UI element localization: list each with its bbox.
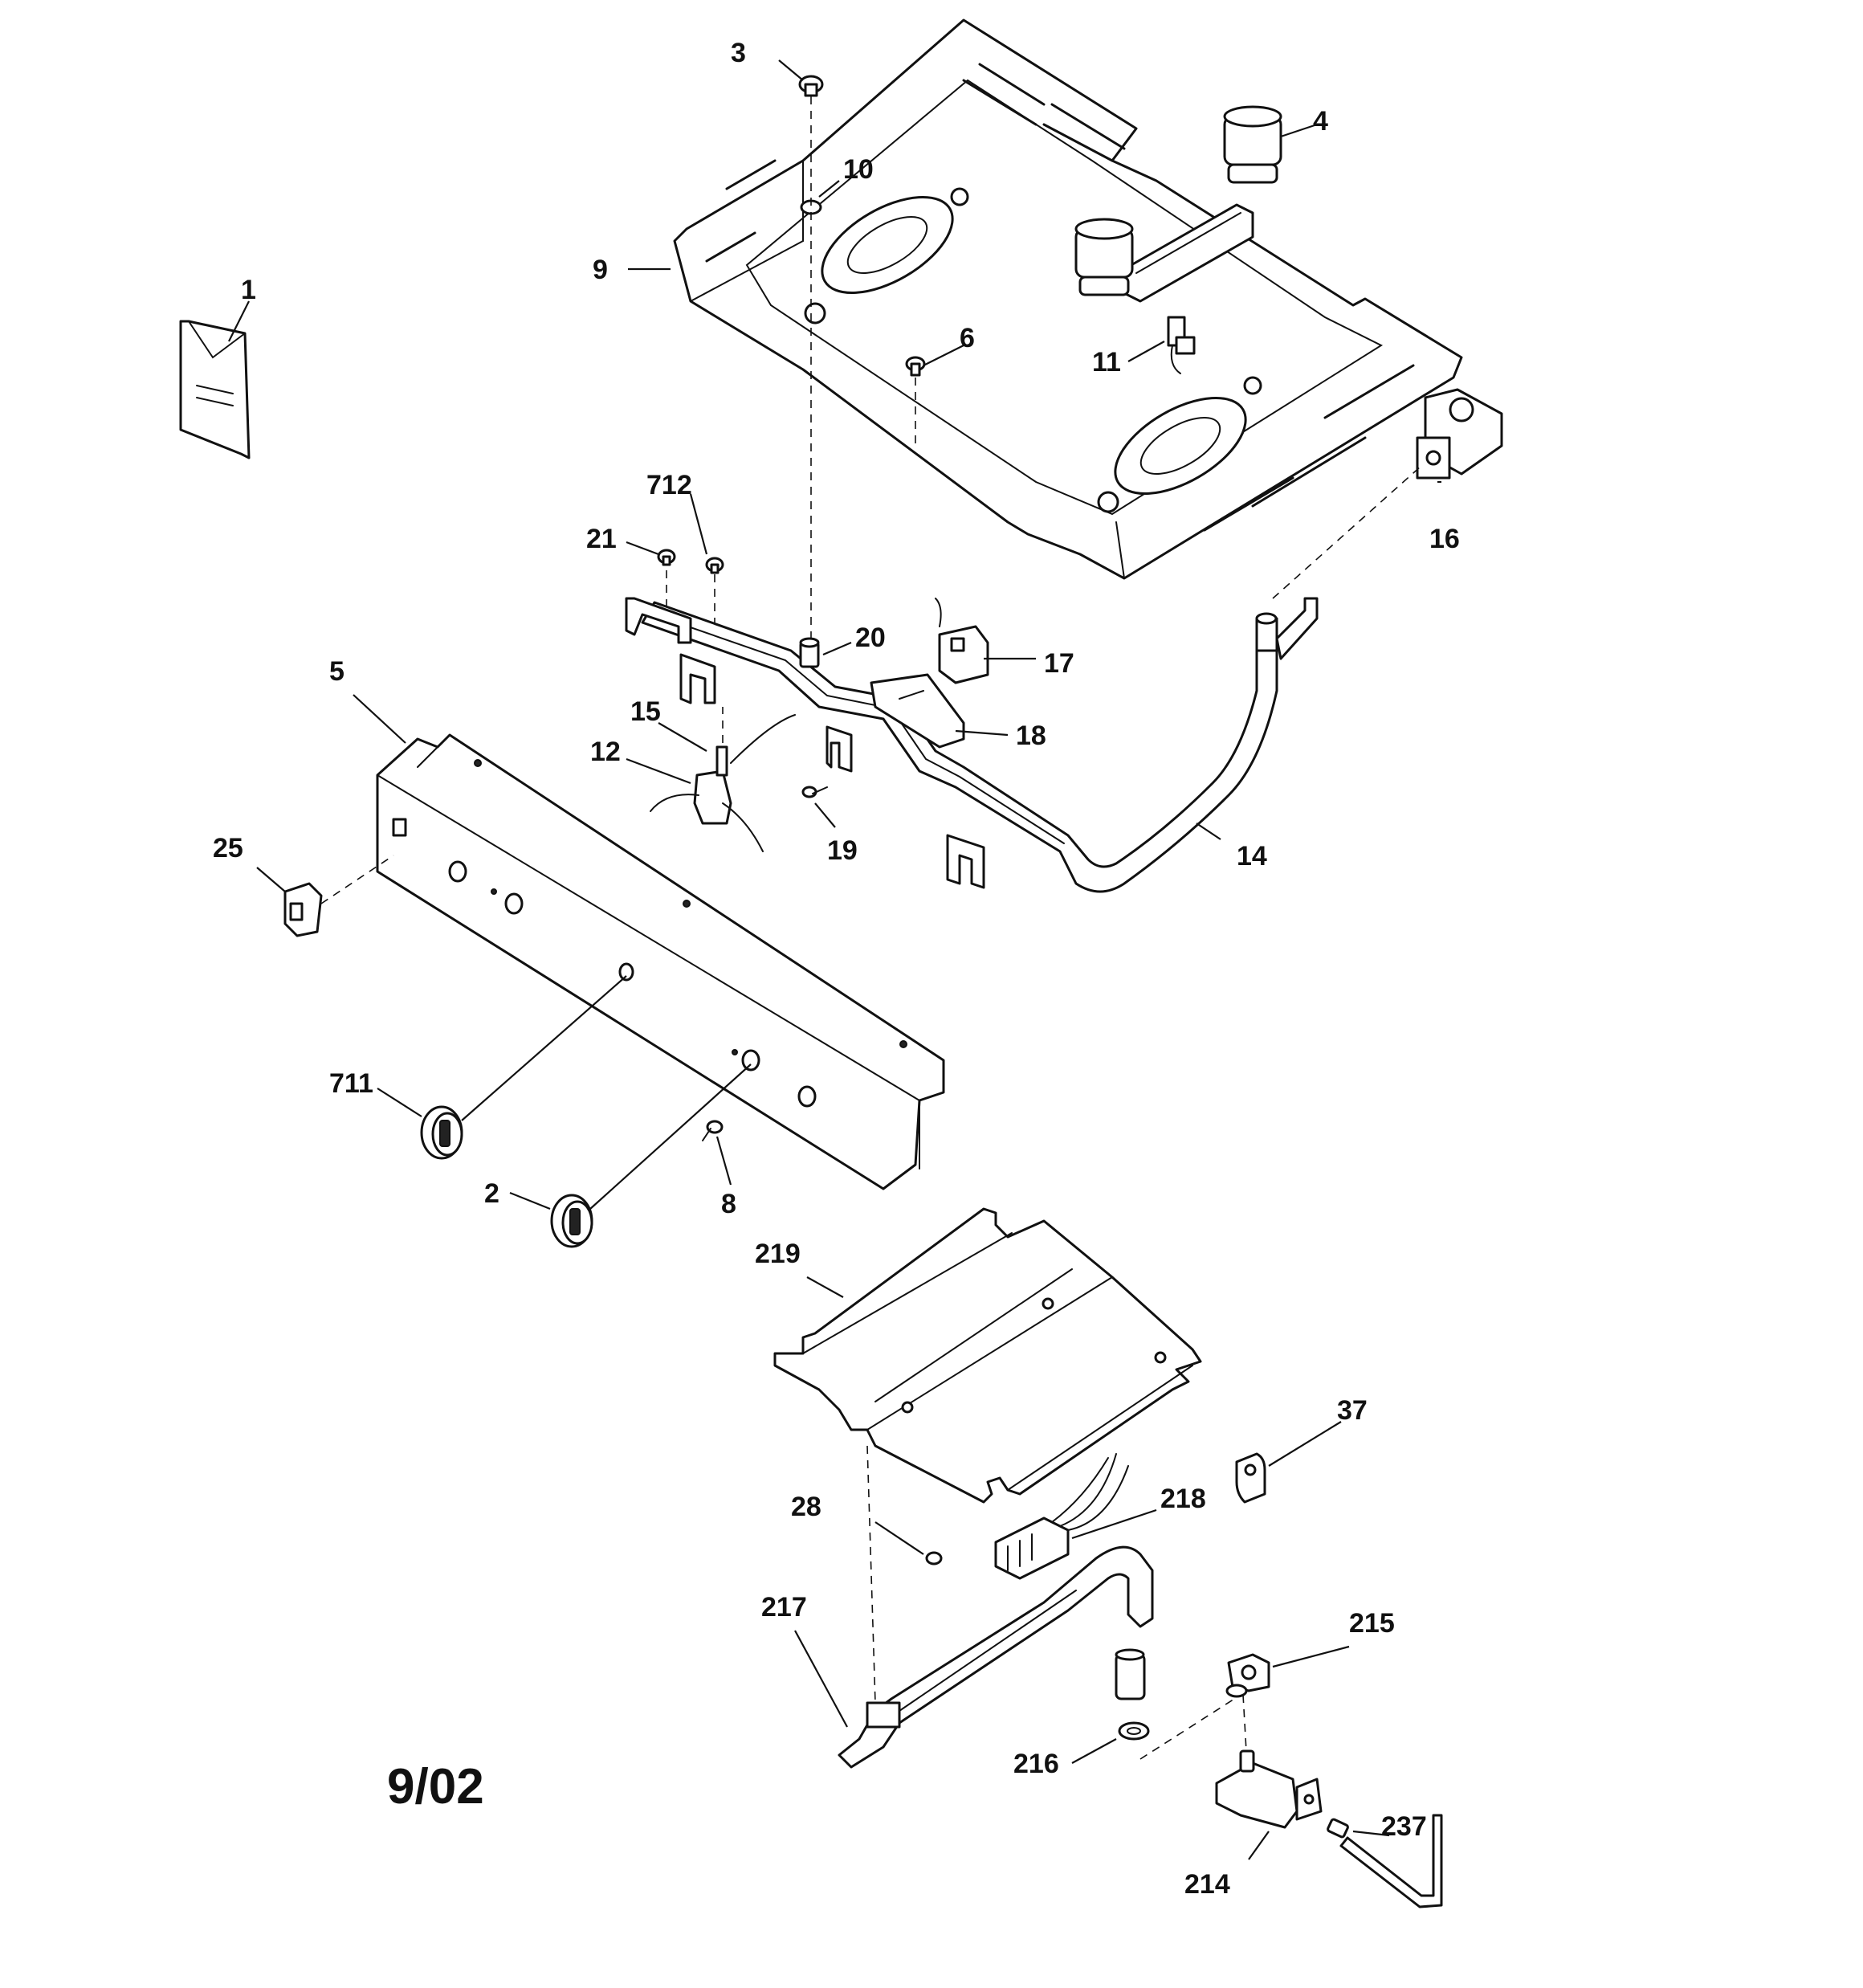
callout-18: 18 bbox=[1016, 720, 1046, 751]
part-14-manifold bbox=[625, 597, 1319, 893]
part-214-safety-valve bbox=[1215, 1749, 1323, 1829]
part-19-screw bbox=[801, 786, 828, 798]
callout-3: 3 bbox=[731, 38, 746, 68]
part-5-control-panel bbox=[376, 733, 945, 1190]
part-3-screw bbox=[798, 75, 824, 97]
part-21-screw bbox=[657, 549, 676, 566]
callout-37: 37 bbox=[1337, 1395, 1368, 1426]
burner-axis bbox=[866, 1445, 876, 1704]
callout-4: 4 bbox=[1313, 106, 1328, 137]
callout-11: 11 bbox=[1092, 347, 1121, 378]
leader-lines bbox=[228, 59, 1441, 1860]
callout-15: 15 bbox=[630, 696, 661, 727]
callout-6: 6 bbox=[960, 323, 975, 353]
part-18-plate bbox=[870, 673, 965, 749]
part-1-literature-envelope bbox=[179, 320, 251, 459]
callout-237: 237 bbox=[1381, 1811, 1427, 1842]
callout-25: 25 bbox=[213, 833, 243, 863]
part-219-heat-shield bbox=[773, 1207, 1202, 1504]
valve-connection-axis bbox=[1139, 1694, 1241, 1760]
callout-21: 21 bbox=[586, 524, 617, 554]
part-6-screw bbox=[905, 356, 926, 377]
part-216-nut bbox=[1118, 1721, 1150, 1741]
date-code: 9/02 bbox=[387, 1759, 484, 1815]
part-orifice-holder bbox=[1115, 1648, 1146, 1700]
part-215-bracket bbox=[1225, 1653, 1270, 1698]
part-217-oven-burner bbox=[838, 1545, 1154, 1769]
part-20-orifice bbox=[799, 637, 820, 668]
callout-217: 217 bbox=[761, 1592, 807, 1623]
part-4-burner-assembly bbox=[1074, 105, 1282, 303]
part-17-spark-module bbox=[935, 598, 989, 684]
callout-214: 214 bbox=[1184, 1869, 1230, 1900]
callout-216: 216 bbox=[1013, 1749, 1059, 1779]
part-25-clip bbox=[283, 882, 323, 937]
part-37-clip bbox=[1235, 1452, 1266, 1504]
part-712-screw bbox=[705, 557, 724, 574]
callout-17: 17 bbox=[1044, 648, 1074, 679]
callout-10: 10 bbox=[843, 154, 874, 185]
callout-8: 8 bbox=[721, 1189, 736, 1219]
callout-16: 16 bbox=[1429, 524, 1460, 554]
part-9-burner-box bbox=[673, 18, 1463, 580]
callout-5: 5 bbox=[329, 656, 344, 687]
callout-19: 19 bbox=[827, 835, 858, 866]
callout-711: 711 bbox=[329, 1068, 373, 1099]
callout-1: 1 bbox=[241, 275, 256, 305]
knob-2-axis bbox=[589, 1063, 752, 1210]
callout-28: 28 bbox=[791, 1492, 821, 1522]
part-218-connector bbox=[994, 1453, 1129, 1580]
part-2-knob bbox=[550, 1194, 593, 1248]
part-237-gas-tube bbox=[1327, 1814, 1443, 1908]
manifold-to-regulator-axis bbox=[1272, 465, 1422, 599]
callout-215: 215 bbox=[1349, 1608, 1395, 1639]
part-711-knob bbox=[420, 1105, 463, 1160]
part-8-screw bbox=[702, 1120, 724, 1141]
clip-axis bbox=[320, 855, 394, 904]
callout-2: 2 bbox=[484, 1178, 499, 1209]
callout-labels: 1 3 10 4 9 6 11 16 712 21 20 17 5 15 18 … bbox=[213, 38, 1460, 1900]
callout-712: 712 bbox=[646, 470, 692, 500]
callout-20: 20 bbox=[855, 623, 886, 653]
callout-12: 12 bbox=[590, 737, 621, 767]
knob-711-axis bbox=[461, 975, 627, 1121]
callout-219: 219 bbox=[755, 1239, 801, 1269]
callout-218: 218 bbox=[1160, 1484, 1206, 1514]
part-16-regulator bbox=[1416, 388, 1503, 480]
part-12-valve bbox=[650, 714, 796, 852]
callout-9: 9 bbox=[593, 255, 608, 285]
callout-14: 14 bbox=[1237, 841, 1267, 872]
part-11-electrode bbox=[1167, 316, 1196, 374]
part-28-screw bbox=[925, 1551, 943, 1565]
valve-215-axis bbox=[1242, 1694, 1247, 1752]
